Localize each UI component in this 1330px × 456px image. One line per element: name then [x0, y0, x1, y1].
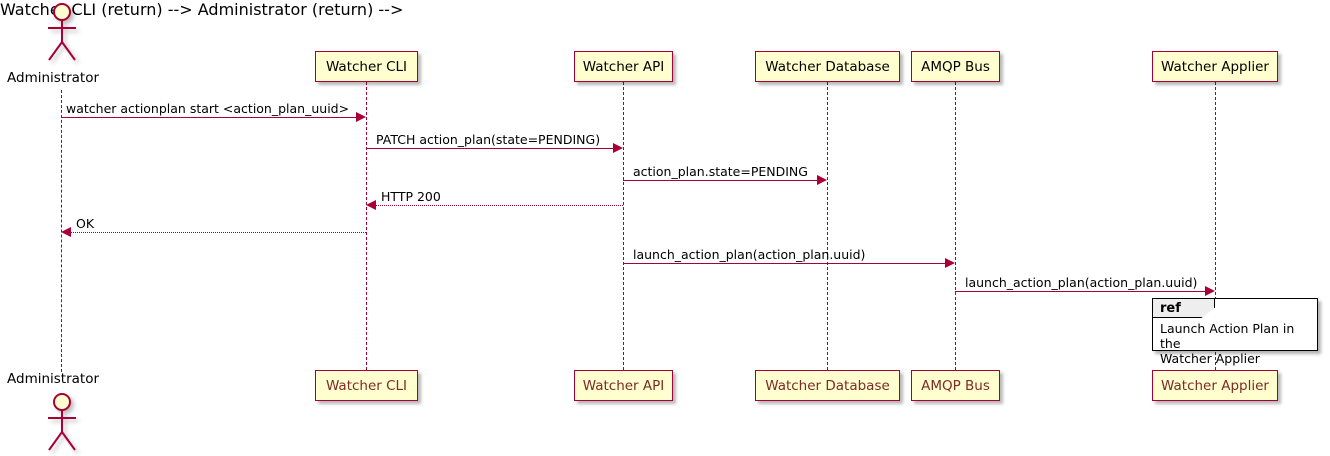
- lifeline-watcher-api: [623, 82, 624, 370]
- message-label-5: OK: [76, 216, 95, 231]
- message-line-7: [955, 291, 1205, 292]
- participant-box-watcher-api-bottom[interactable]: Watcher API: [574, 370, 673, 401]
- message-line-2: [366, 148, 613, 149]
- ref-fragment-line1: Launch Action Plan in the: [1160, 321, 1295, 351]
- participant-box-watcher-database-top[interactable]: Watcher Database: [755, 51, 900, 82]
- participant-box-watcher-cli-top[interactable]: Watcher CLI: [315, 51, 418, 82]
- ref-fragment-line2: Watcher Applier: [1160, 351, 1260, 366]
- ref-fragment: ref Launch Action Plan in the Watcher Ap…: [1152, 298, 1318, 366]
- arrowhead-1: [356, 112, 366, 122]
- arrowhead-7: [1205, 286, 1215, 296]
- message-label-7: launch_action_plan(action_plan.uuid): [965, 275, 1198, 290]
- actor-administrator-bottom[interactable]: [42, 392, 82, 454]
- message-line-1: [61, 117, 356, 118]
- message-label-4: HTTP 200: [381, 189, 441, 204]
- ref-fragment-tab: ref: [1153, 299, 1215, 318]
- participant-box-watcher-applier-top[interactable]: Watcher Applier: [1152, 51, 1278, 82]
- lifeline-watcher-applier: [1215, 82, 1216, 370]
- message-label-3: action_plan.state=PENDING: [633, 164, 808, 179]
- arrowhead-5: [61, 227, 71, 237]
- actor-label-administrator-top: Administrator: [7, 70, 100, 86]
- message-line-3: [623, 180, 817, 181]
- participant-box-amqp-bus-bottom[interactable]: AMQP Bus: [911, 370, 1000, 401]
- arrowhead-4: [366, 200, 376, 210]
- arrowhead-3: [817, 175, 827, 185]
- participant-box-amqp-bus-top[interactable]: AMQP Bus: [911, 51, 1000, 82]
- participant-box-watcher-database-bottom[interactable]: Watcher Database: [755, 370, 900, 401]
- lifeline-amqp-bus: [955, 82, 956, 370]
- participant-box-watcher-api-top[interactable]: Watcher API: [574, 51, 673, 82]
- message-line-4: [376, 205, 623, 206]
- actor-label-administrator-bottom: Administrator: [7, 371, 100, 387]
- lifeline-watcher-database: [827, 82, 828, 370]
- message-label-1: watcher actionplan start <action_plan_uu…: [66, 101, 350, 116]
- lifeline-watcher-cli: [366, 82, 367, 370]
- arrowhead-2: [613, 143, 623, 153]
- participant-box-watcher-cli-bottom[interactable]: Watcher CLI: [315, 370, 418, 401]
- arrowhead-6: [945, 258, 955, 268]
- actor-administrator-top[interactable]: [42, 2, 82, 64]
- message-label-6: launch_action_plan(action_plan.uuid): [633, 247, 866, 262]
- ref-fragment-text: Launch Action Plan in the Watcher Applie…: [1160, 321, 1317, 366]
- message-line-6: [623, 263, 945, 264]
- message-line-5: [71, 232, 366, 233]
- participant-box-watcher-applier-bottom[interactable]: Watcher Applier: [1152, 370, 1278, 401]
- message-label-2: PATCH action_plan(state=PENDING): [376, 132, 601, 147]
